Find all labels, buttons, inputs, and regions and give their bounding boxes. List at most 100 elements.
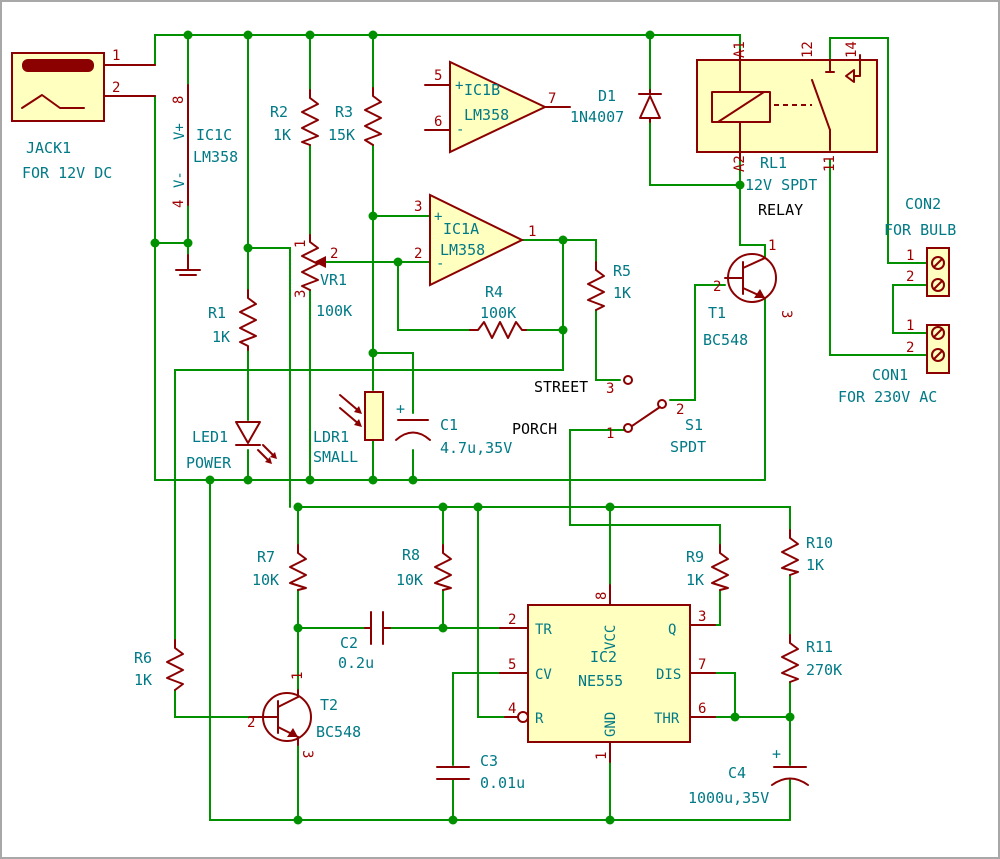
r3-value: 15K <box>328 126 355 144</box>
con1-symbol: 1 2 CON1 FOR 230V AC <box>838 318 950 406</box>
ic2-pin-name-gnd: GND <box>603 712 619 737</box>
ic2-pin-4: 4 <box>508 701 516 717</box>
vr1-pin-3: 3 <box>293 290 309 298</box>
r7-ref: R7 <box>257 548 275 566</box>
t1-pin-3: 3 <box>778 310 794 318</box>
ic2-symbol: 2 5 4 8 1 3 7 6 TR CV R VCC GND Q DIS TH… <box>499 584 716 763</box>
ic1b-pin-7: 7 <box>548 91 556 107</box>
r6-ref: R6 <box>134 649 152 667</box>
r1-ref: R1 <box>208 304 226 322</box>
c1-value: 4.7u,35V <box>440 439 512 457</box>
s1-porch-label: PORCH <box>512 420 557 438</box>
con1-pin-1: 1 <box>906 318 914 334</box>
ic1b-pin-6: 6 <box>434 114 442 130</box>
ic2-pin-name-q: Q <box>668 622 676 638</box>
con2-value: FOR BULB <box>884 221 956 239</box>
ic2-pin-3: 3 <box>698 609 706 625</box>
t2-pin-2: 2 <box>247 715 255 731</box>
c3-value: 0.01u <box>480 774 525 792</box>
s1-ref: S1 <box>685 416 703 434</box>
s1-pin-2: 2 <box>676 402 684 418</box>
s1-symbol: 3 1 2 STREET PORCH S1 SPDT <box>512 375 706 456</box>
r2-symbol: R2 1K <box>270 89 319 146</box>
ic1a-minus: - <box>436 256 444 272</box>
r7-symbol: R7 10K <box>252 544 307 591</box>
ic1a-pin-2: 2 <box>414 246 422 262</box>
t1-pin-1: 1 <box>768 238 776 254</box>
rl1-ref: RL1 <box>760 154 787 172</box>
led1-symbol: LED1 POWER <box>186 421 277 472</box>
ic2-pin-1: 1 <box>594 752 610 760</box>
r10-value: 1K <box>806 556 824 574</box>
r8-symbol: R8 10K <box>396 544 452 591</box>
ic1c-ref: IC1C <box>196 126 232 144</box>
ic2-pin-name-r: R <box>535 711 544 727</box>
vr1-pin-1: 1 <box>293 240 309 248</box>
ic1c-pin-4: 4 <box>171 200 187 208</box>
t1-ref: T1 <box>708 304 726 322</box>
r5-ref: R5 <box>613 262 631 280</box>
s1-pin-3: 3 <box>606 381 614 397</box>
ic2-pin-8: 8 <box>594 592 610 600</box>
con2-ref: CON2 <box>905 195 941 213</box>
vr1-symbol: 1 2 3 VR1 100K <box>293 234 352 320</box>
c2-ref: C2 <box>340 634 358 652</box>
wires <box>154 34 928 821</box>
r5-value: 1K <box>613 284 631 302</box>
r4-ref: R4 <box>485 283 503 301</box>
ic2-pin-6: 6 <box>698 701 706 717</box>
ldr1-ref: LDR1 <box>313 428 349 446</box>
r10-symbol: R10 1K <box>781 529 833 576</box>
t2-pin-1: 1 <box>290 672 306 680</box>
con2-pin-1: 1 <box>906 248 914 264</box>
ic1b-pin-5: 5 <box>434 68 442 84</box>
r9-symbol: R9 1K <box>686 544 729 591</box>
rl1-pin-12: 12 <box>800 41 816 58</box>
r8-value: 10K <box>396 571 423 589</box>
r7-value: 10K <box>252 571 279 589</box>
jack1-symbol: 1 2 JACK1 FOR 12V DC <box>11 48 156 182</box>
r1-symbol: R1 1K <box>208 289 257 351</box>
ldr1-value: SMALL <box>313 448 358 466</box>
t1-value: BC548 <box>703 331 748 349</box>
ic1b-minus: - <box>456 122 464 138</box>
ic1a-pin-1: 1 <box>528 224 536 240</box>
r8-ref: R8 <box>402 546 420 564</box>
rl1-extra: RELAY <box>758 201 803 219</box>
jack1-pin-1: 1 <box>112 48 120 64</box>
r5-symbol: R5 1K <box>587 261 631 311</box>
r4-symbol: R4 100K <box>469 283 527 339</box>
vr1-value: 100K <box>316 302 352 320</box>
ic1b-symbol: + - 5 6 7 IC1B LM358 <box>424 60 571 154</box>
r4-value: 100K <box>480 304 516 322</box>
ic2-pin-2: 2 <box>508 612 516 628</box>
ic1c-value: LM358 <box>193 148 238 166</box>
s1-street-label: STREET <box>534 378 588 396</box>
ic2-pin-7: 7 <box>698 657 706 673</box>
r6-symbol: R6 1K <box>134 639 184 691</box>
c4-plus: + <box>772 745 781 763</box>
led1-value: POWER <box>186 454 232 472</box>
ic2-value: NE555 <box>578 672 623 690</box>
jack1-value: FOR 12V DC <box>22 164 112 182</box>
junctions <box>150 30 795 825</box>
ic1b-value: LM358 <box>464 106 509 124</box>
jack1-pin-2: 2 <box>112 80 120 96</box>
ic2-ref: IC2 <box>590 648 617 666</box>
ic1a-pin-3: 3 <box>414 199 422 215</box>
c4-ref: C4 <box>728 764 746 782</box>
ic1c-pin-8: 8 <box>171 96 187 104</box>
rl1-symbol: A1 A2 12 14 11 RL1 12V SPDT RELAY <box>696 41 878 219</box>
r11-value: 270K <box>806 661 842 679</box>
rl1-pin-a1: A1 <box>732 41 748 58</box>
vr1-pin-2: 2 <box>330 246 338 262</box>
t2-value: BC548 <box>316 723 361 741</box>
s1-value: SPDT <box>670 438 706 456</box>
ic2-pin-name-cv: CV <box>535 667 552 683</box>
con2-pin-2: 2 <box>906 269 914 285</box>
c4-value: 1000u,35V <box>688 789 769 807</box>
r11-symbol: R11 270K <box>781 634 842 683</box>
r1-value: 1K <box>212 328 230 346</box>
c1-ref: C1 <box>440 416 458 434</box>
